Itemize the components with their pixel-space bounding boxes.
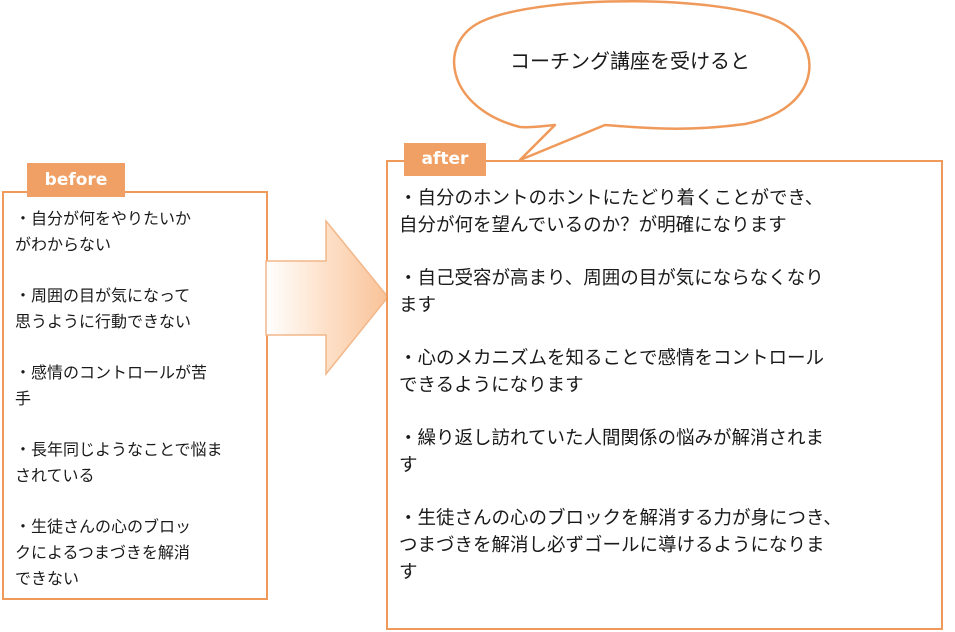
before-item: ・周囲の目が気になって 思うように行動できない bbox=[15, 286, 192, 331]
before-item: ・自分が何をやりたいか がわからない bbox=[15, 209, 192, 254]
after-item: ・生徒さんの心のブロックを解消する力が身につき、 つまづきを解消し必ずゴールに導… bbox=[399, 508, 842, 583]
before-tag: before bbox=[27, 163, 125, 197]
after-box: ・自分のホントのホントにたどり着くことができ、 自分が何を望んでいるのか？が明確… bbox=[386, 160, 943, 630]
before-item: ・生徒さんの心のブロッ クによるつまづきを解消 できない bbox=[15, 517, 192, 588]
right-arrow-icon bbox=[265, 219, 389, 376]
bubble-text: コーチング講座を受けると bbox=[510, 49, 750, 73]
before-box: ・自分が何をやりたいか がわからない ・周囲の目が気になって 思うように行動でき… bbox=[2, 191, 268, 600]
after-item: ・心のメカニズムを知ることで感情をコントロール できるようになります bbox=[399, 348, 824, 396]
after-item: ・自己受容が高まり、周囲の目が気にならなくなり ます bbox=[399, 268, 824, 316]
after-item: ・繰り返し訪れていた人間関係の悩みが解消されま す bbox=[399, 428, 824, 476]
after-tag: after bbox=[404, 143, 486, 176]
before-item: ・長年同じようなことで悩ま されている bbox=[15, 440, 223, 485]
after-item: ・自分のホントのホントにたどり着くことができ、 自分が何を望んでいるのか？が明確… bbox=[399, 188, 824, 236]
speech-bubble bbox=[452, 0, 811, 162]
before-item: ・感情のコントロールが苦 手 bbox=[15, 363, 208, 408]
